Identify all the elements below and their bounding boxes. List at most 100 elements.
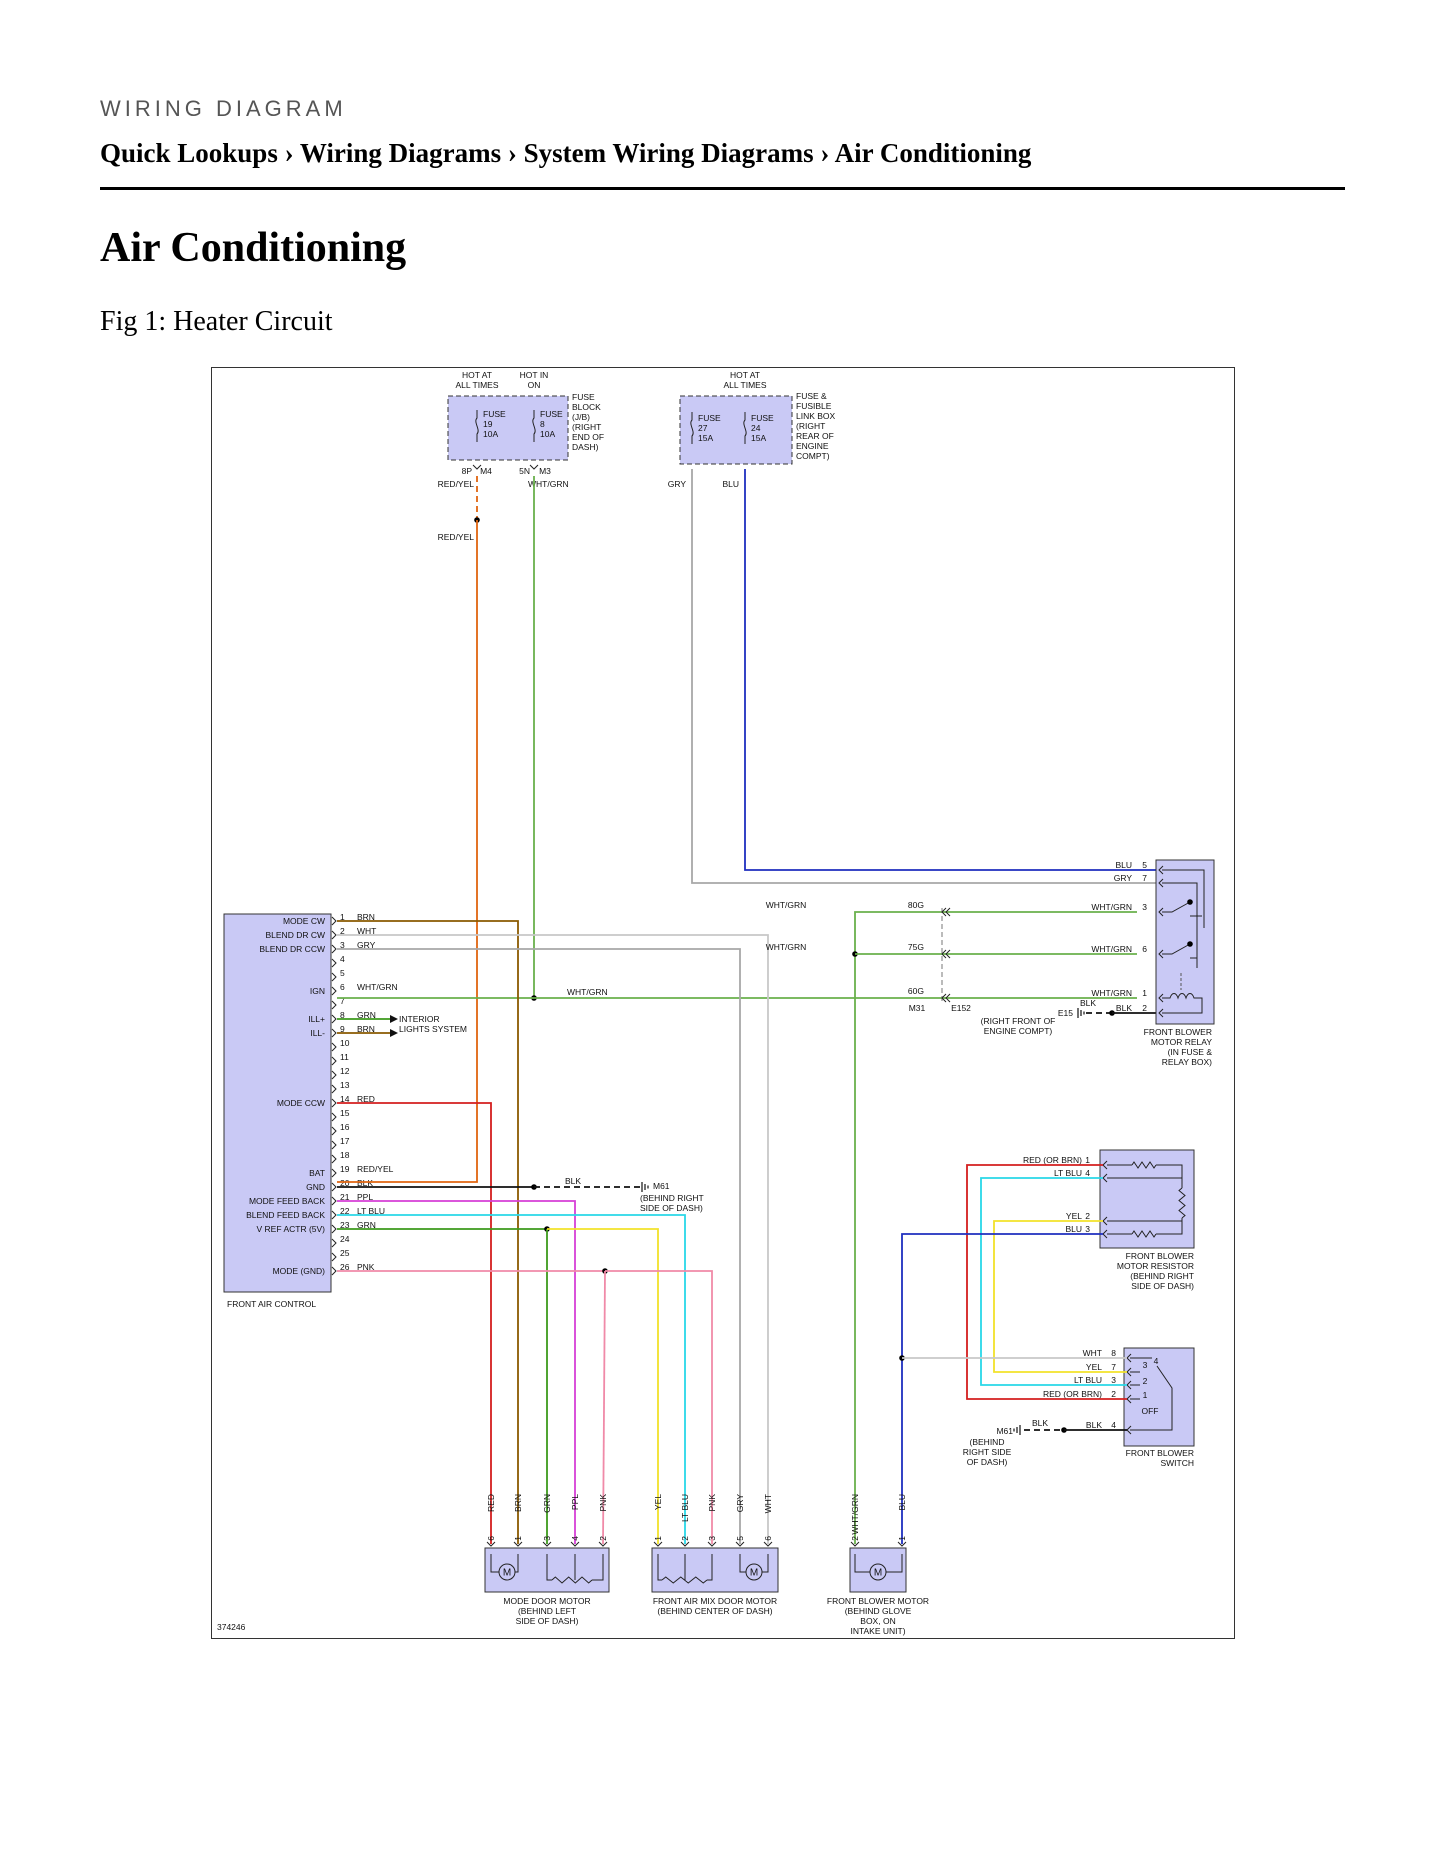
pin-number: 2	[1085, 1211, 1090, 1221]
resistor-label: (BEHIND RIGHT	[1130, 1271, 1194, 1281]
pin-number: 3	[1142, 902, 1147, 912]
function-label: V REF ACTR (5V)	[257, 1224, 326, 1234]
connector-mark	[331, 1126, 337, 1136]
function-label: BLEND FEED BACK	[246, 1210, 325, 1220]
function-label: BLEND DR CW	[265, 930, 325, 940]
breadcrumb-item[interactable]: Wiring Diagrams	[299, 138, 502, 168]
front-blower-motor-relay	[1155, 859, 1215, 1025]
connector-mark	[331, 1056, 337, 1066]
blower-motor-label: (BEHIND GLOVE	[845, 1606, 912, 1616]
switch-position-label: 1	[1143, 1390, 1148, 1400]
connector-mark	[1158, 865, 1164, 875]
arrow-icon	[390, 1015, 398, 1023]
fuse-27-label: 15A	[698, 433, 713, 443]
wire-label: PNK	[357, 1262, 375, 1272]
function-label: GND	[306, 1182, 325, 1192]
air-mix-motor-internal	[657, 1554, 769, 1581]
fuse-block-label: (RIGHT	[572, 422, 601, 432]
wire-label: WHT	[357, 926, 376, 936]
connector-mark	[542, 1541, 552, 1547]
wire-label: LT BLU	[1074, 1375, 1102, 1385]
pin-number: 6	[1142, 944, 1147, 954]
connector-mark	[850, 1541, 860, 1547]
pin-number: 23	[340, 1220, 350, 1230]
connector-mark	[331, 1238, 337, 1248]
fuse-block-label: DASH)	[572, 442, 599, 452]
wire-label: BRN	[357, 912, 375, 922]
connector-mark	[331, 1084, 337, 1094]
connector-mark	[680, 1541, 690, 1547]
fuse-24-label: 24	[751, 423, 761, 433]
connector-mark	[331, 1182, 337, 1192]
connector-mark	[331, 1154, 337, 1164]
resistor-label: MOTOR RESISTOR	[1117, 1261, 1194, 1271]
breadcrumb-item[interactable]: Quick Lookups	[100, 138, 278, 168]
interior-lights-label: INTERIOR	[399, 1014, 440, 1024]
pin-number: 12	[340, 1066, 350, 1076]
wire-label: GRY	[668, 479, 687, 489]
pin-number: 4	[1085, 1168, 1090, 1178]
wire-label: GRN	[542, 1494, 552, 1513]
ground-location-label: SIDE OF DASH)	[640, 1203, 703, 1213]
pin-label: 8P	[462, 466, 473, 476]
connector-mark	[331, 1112, 337, 1122]
wire-label: WHT/GRN	[1091, 944, 1132, 954]
arrow-icon	[390, 1029, 398, 1037]
page-kicker: WIRING DIAGRAM	[100, 96, 347, 121]
wire-wht	[337, 934, 769, 1544]
air-mix-motor-label: (BEHIND CENTER OF DASH)	[657, 1606, 772, 1616]
connector-mark	[331, 1042, 337, 1052]
breadcrumb-separator: ›	[277, 138, 300, 168]
connector-mark	[513, 1541, 523, 1547]
connector-mark	[331, 1168, 337, 1178]
connector-mark	[897, 1541, 907, 1547]
ground-location-label: (BEHIND	[970, 1437, 1005, 1447]
connector-mark	[945, 907, 951, 917]
wire-label: RED/YEL	[438, 532, 475, 542]
breadcrumb-separator: ›	[813, 138, 835, 168]
pin-number: 22	[340, 1206, 350, 1216]
wire-label: PPL	[357, 1192, 373, 1202]
wire-label: WHT/GRN	[850, 1494, 860, 1535]
connector-mark	[331, 986, 337, 996]
wire-blu-blower	[901, 1233, 1103, 1544]
pin-number: 17	[340, 1136, 350, 1146]
fusible-box-label: REAR OF	[796, 431, 834, 441]
switch-contacts-icon	[1130, 1357, 1173, 1431]
wire-gry	[691, 469, 1157, 884]
fuse-icon	[690, 412, 694, 444]
wire-label: YEL	[1066, 1211, 1082, 1221]
connector-mark	[331, 972, 337, 982]
connector-mark	[941, 907, 947, 917]
wire-label: RED/YEL	[438, 479, 475, 489]
breadcrumb: Quick Lookups › Wiring Diagrams › System…	[100, 138, 1031, 169]
connector-mark	[945, 949, 951, 959]
wire-label: WHT	[1083, 1348, 1102, 1358]
fuse-27-label: 27	[698, 423, 708, 433]
switch-position-label: 2	[1143, 1376, 1148, 1386]
function-label: ILL+	[308, 1014, 325, 1024]
fuse-19-label: 10A	[483, 429, 498, 439]
pin-number: 11	[340, 1052, 349, 1062]
breadcrumb-item[interactable]: System Wiring Diagrams	[523, 138, 814, 168]
pin-number: 6	[486, 1536, 496, 1541]
pin-number: 4	[570, 1536, 580, 1541]
wire-label: BLK	[565, 1176, 581, 1186]
wire-label: WHT/GRN	[528, 479, 569, 489]
function-label: MODE CCW	[277, 1098, 325, 1108]
fuse-27-label: FUSE	[698, 413, 721, 423]
function-label: MODE FEED BACK	[249, 1196, 325, 1206]
front-air-control-label: FRONT AIR CONTROL	[227, 1299, 316, 1309]
pin-number: 7	[340, 996, 345, 1006]
connector-mark	[598, 1541, 608, 1547]
connector-mark	[331, 1028, 337, 1038]
relay-coil-icon	[1162, 993, 1203, 1014]
ground-id: E15	[1058, 1008, 1073, 1018]
wire-label: RED	[357, 1094, 375, 1104]
blower-motor-label: BOX, ON	[860, 1616, 895, 1626]
page-title: Air Conditioning	[100, 225, 407, 271]
pin-number: 7	[1142, 873, 1147, 883]
pin-number: 3	[707, 1536, 717, 1541]
fuse-24-label: 15A	[751, 433, 766, 443]
